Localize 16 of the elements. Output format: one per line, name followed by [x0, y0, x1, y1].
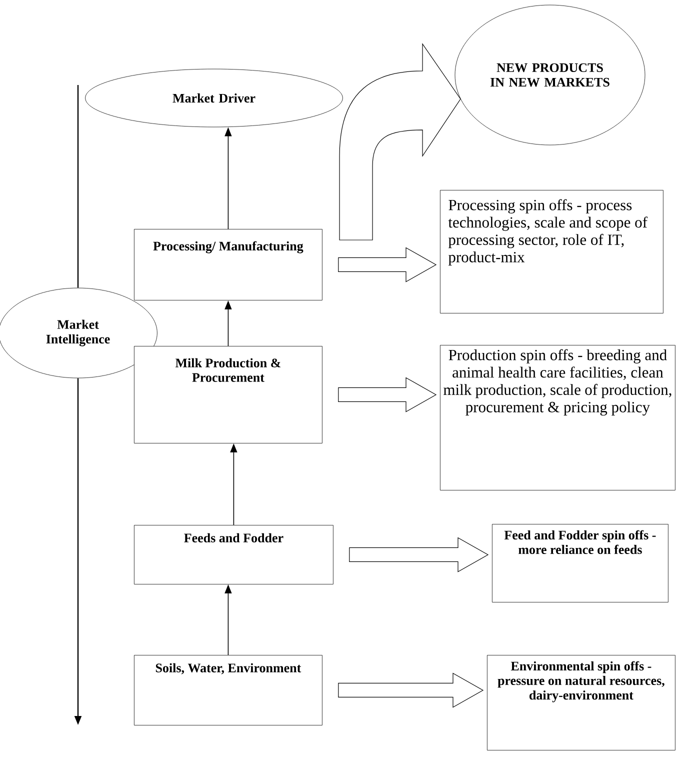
block-arrow: [338, 672, 484, 708]
ellipse-node: Market Driver: [85, 68, 343, 128]
outcome-box: Processing spin offs - process technologies, scale and scope of processing sector, role of IT, product-mix: [440, 190, 664, 314]
process-box: Feeds and Fodder: [134, 525, 334, 584]
outcome-box: Environmental spin offs - pressure on natural resources, dairy-environment: [487, 655, 676, 750]
process-box: Milk Production & Procurement: [134, 346, 322, 444]
process-box: Processing/ Manufacturing: [134, 229, 322, 300]
block-arrow: [338, 377, 437, 412]
block-arrow: [349, 537, 489, 572]
outcome-box: Feed and Fodder spin offs - more reliance on feeds: [492, 524, 668, 602]
vertical-line: [77, 85, 79, 288]
curved-block-arrow: [339, 44, 461, 240]
block-arrow: [338, 247, 437, 282]
process-box: Soils, Water, Environment: [134, 655, 322, 726]
ellipse-node: NEW PRODUCTS IN NEW MARKETS: [454, 4, 646, 146]
outcome-box: Production spin offs - breeding and animal health care facilities, clean milk production, scale of production, procurement & pricing policy: [440, 345, 676, 490]
